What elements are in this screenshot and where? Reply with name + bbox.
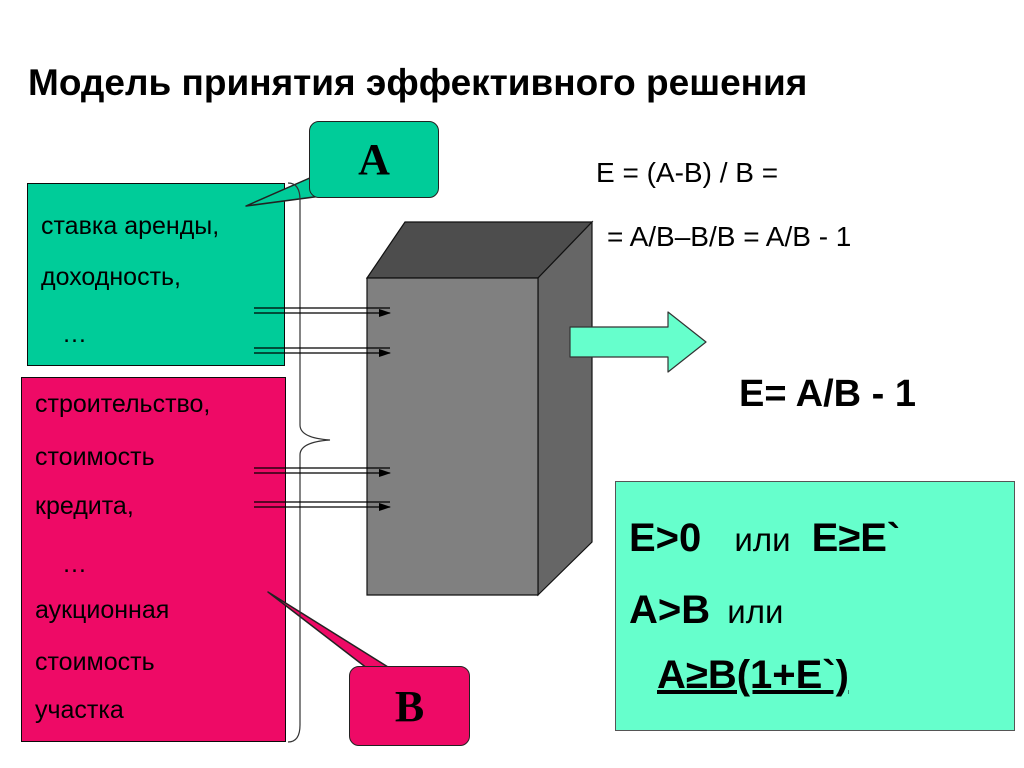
condition-line-2: A>B или (629, 590, 783, 630)
cost-item-auction: аукционная (35, 596, 170, 624)
input-arrow-1 (254, 307, 391, 317)
income-factors-box (27, 183, 285, 366)
cost-item-cost: стоимость (35, 443, 155, 471)
input-arrow-4 (254, 501, 391, 511)
condition-final: A≥B(1+E`) (657, 653, 849, 697)
condition-line-3: A≥B(1+E`) (657, 655, 849, 695)
output-arrow (569, 311, 707, 373)
formula-result: E= A/B - 1 (739, 373, 917, 415)
cost-item-ellipsis: … (62, 550, 87, 578)
input-arrow-3 (254, 467, 391, 477)
page-title: Модель принятия эффективного решения (28, 62, 808, 103)
block-front-face (366, 277, 539, 596)
formula-line-1: E = (A-B) / B = (596, 157, 779, 188)
cost-item-plot: участка (35, 696, 124, 724)
grouping-brace (287, 182, 331, 743)
condition-a-greater-b: A>B (629, 588, 711, 632)
cost-item-credit: кредита, (35, 492, 134, 520)
cost-factors-box (21, 377, 286, 742)
formula-line-2: = A/B–B/B = A/B - 1 (607, 221, 852, 252)
condition-line-1: E>0 или E≥E` (629, 518, 900, 558)
callout-b-pointer (267, 591, 397, 673)
conditions-box (615, 481, 1015, 731)
cost-item-cost-2: стоимость (35, 648, 155, 676)
income-item-rent: ставка аренды, (41, 212, 220, 240)
block-side-face (537, 220, 593, 597)
callout-a: A (309, 121, 439, 198)
cost-item-construction: строительство, (35, 390, 211, 418)
condition-e-positive: E>0 (629, 516, 702, 560)
condition-e-threshold: E≥E` (811, 516, 901, 560)
income-item-ellipsis: … (62, 320, 87, 348)
callout-b: B (349, 666, 470, 746)
input-arrow-2 (254, 347, 391, 357)
income-item-yield: доходность, (41, 263, 182, 291)
condition-or-1: или (734, 521, 791, 558)
condition-or-2: или (727, 593, 784, 630)
